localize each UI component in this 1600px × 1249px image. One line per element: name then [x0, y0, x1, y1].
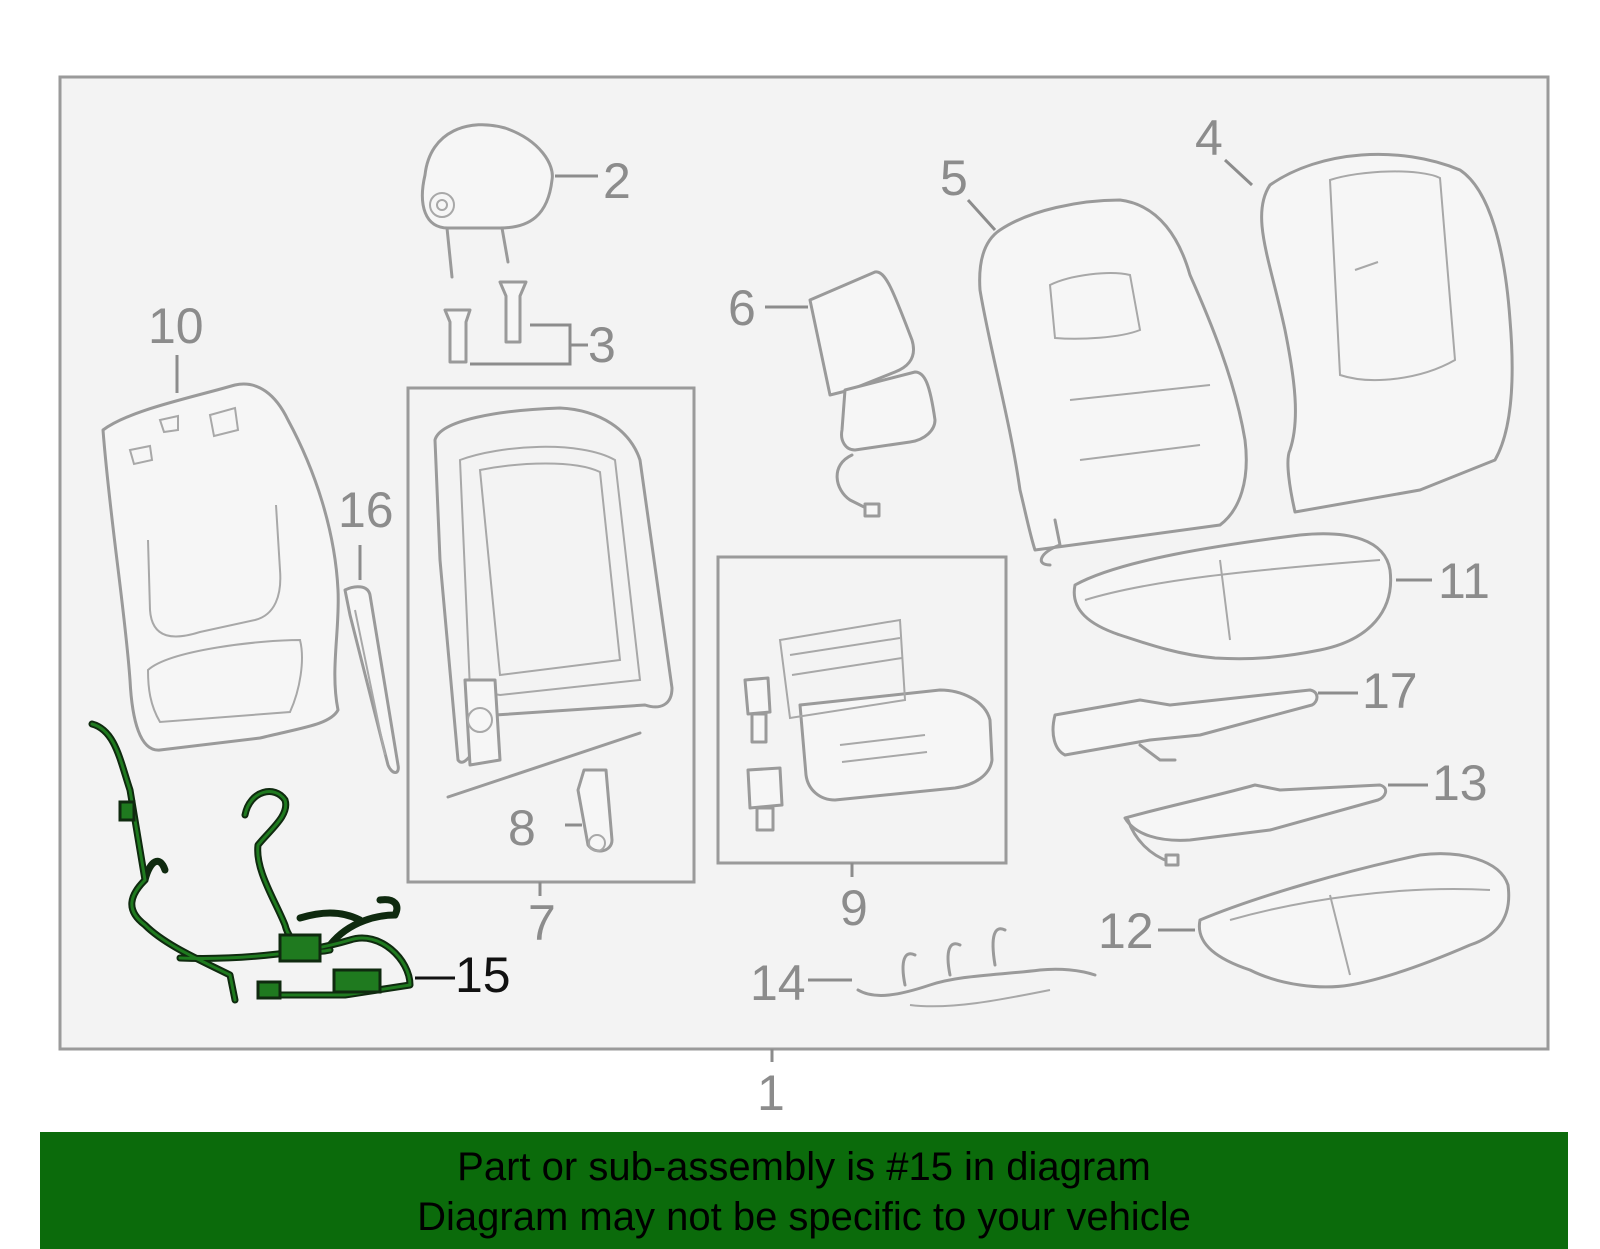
banner-line-disclaimer: Diagram may not be specific to your vehi… [417, 1195, 1191, 1239]
part-6-lumbar-pad[interactable] [808, 270, 937, 518]
part-2-headrest[interactable] [420, 123, 554, 279]
part-3-headrest-guides[interactable] [443, 280, 528, 364]
callout-10[interactable]: 10 [148, 298, 204, 354]
part-12-seat-cushion-pad[interactable] [1197, 852, 1511, 989]
part-8-motor[interactable] [576, 768, 614, 853]
part-16-side-trim[interactable] [343, 585, 400, 774]
callout-9[interactable]: 9 [840, 880, 868, 936]
part-15-seat-wiring-harness[interactable] [88, 720, 414, 1004]
callout-4[interactable]: 4 [1195, 110, 1223, 166]
part-9-box [716, 555, 1008, 865]
callout-14[interactable]: 14 [750, 955, 806, 1011]
callout-2[interactable]: 2 [603, 153, 631, 209]
part-13-heater-pad[interactable] [1123, 783, 1388, 867]
callout-15[interactable]: 15 [455, 947, 511, 1003]
callout-12[interactable]: 12 [1098, 903, 1154, 959]
callout-3[interactable]: 3 [588, 317, 616, 373]
part-4-seatback-cover[interactable] [1260, 152, 1514, 514]
callout-5[interactable]: 5 [940, 150, 968, 206]
part-9-lumbar-assembly[interactable] [743, 618, 994, 832]
callout-6[interactable]: 6 [728, 280, 756, 336]
callout-7[interactable]: 7 [528, 895, 556, 951]
part-11-seat-cushion-cover[interactable] [1072, 532, 1393, 661]
part-7-box [406, 386, 696, 884]
callout-8[interactable]: 8 [508, 800, 536, 856]
callout-1[interactable]: 1 [757, 1065, 785, 1121]
callout-11[interactable]: 11 [1438, 553, 1490, 609]
callout-16[interactable]: 16 [338, 482, 394, 538]
banner-line-part: Part or sub-assembly is #15 in diagram [457, 1145, 1151, 1189]
info-banner: Part or sub-assembly is #15 in diagram D… [40, 1132, 1568, 1249]
callout-17[interactable]: 17 [1362, 663, 1418, 719]
part-7-seatback-frame[interactable] [433, 406, 674, 799]
part-10-seatback-panel[interactable] [101, 382, 340, 752]
part-17-seat-pad[interactable] [1051, 688, 1319, 762]
part-5-seatback-cushion[interactable] [978, 198, 1248, 567]
part-14-wire-harness[interactable] [856, 927, 1097, 1008]
callout-13[interactable]: 13 [1432, 755, 1488, 811]
